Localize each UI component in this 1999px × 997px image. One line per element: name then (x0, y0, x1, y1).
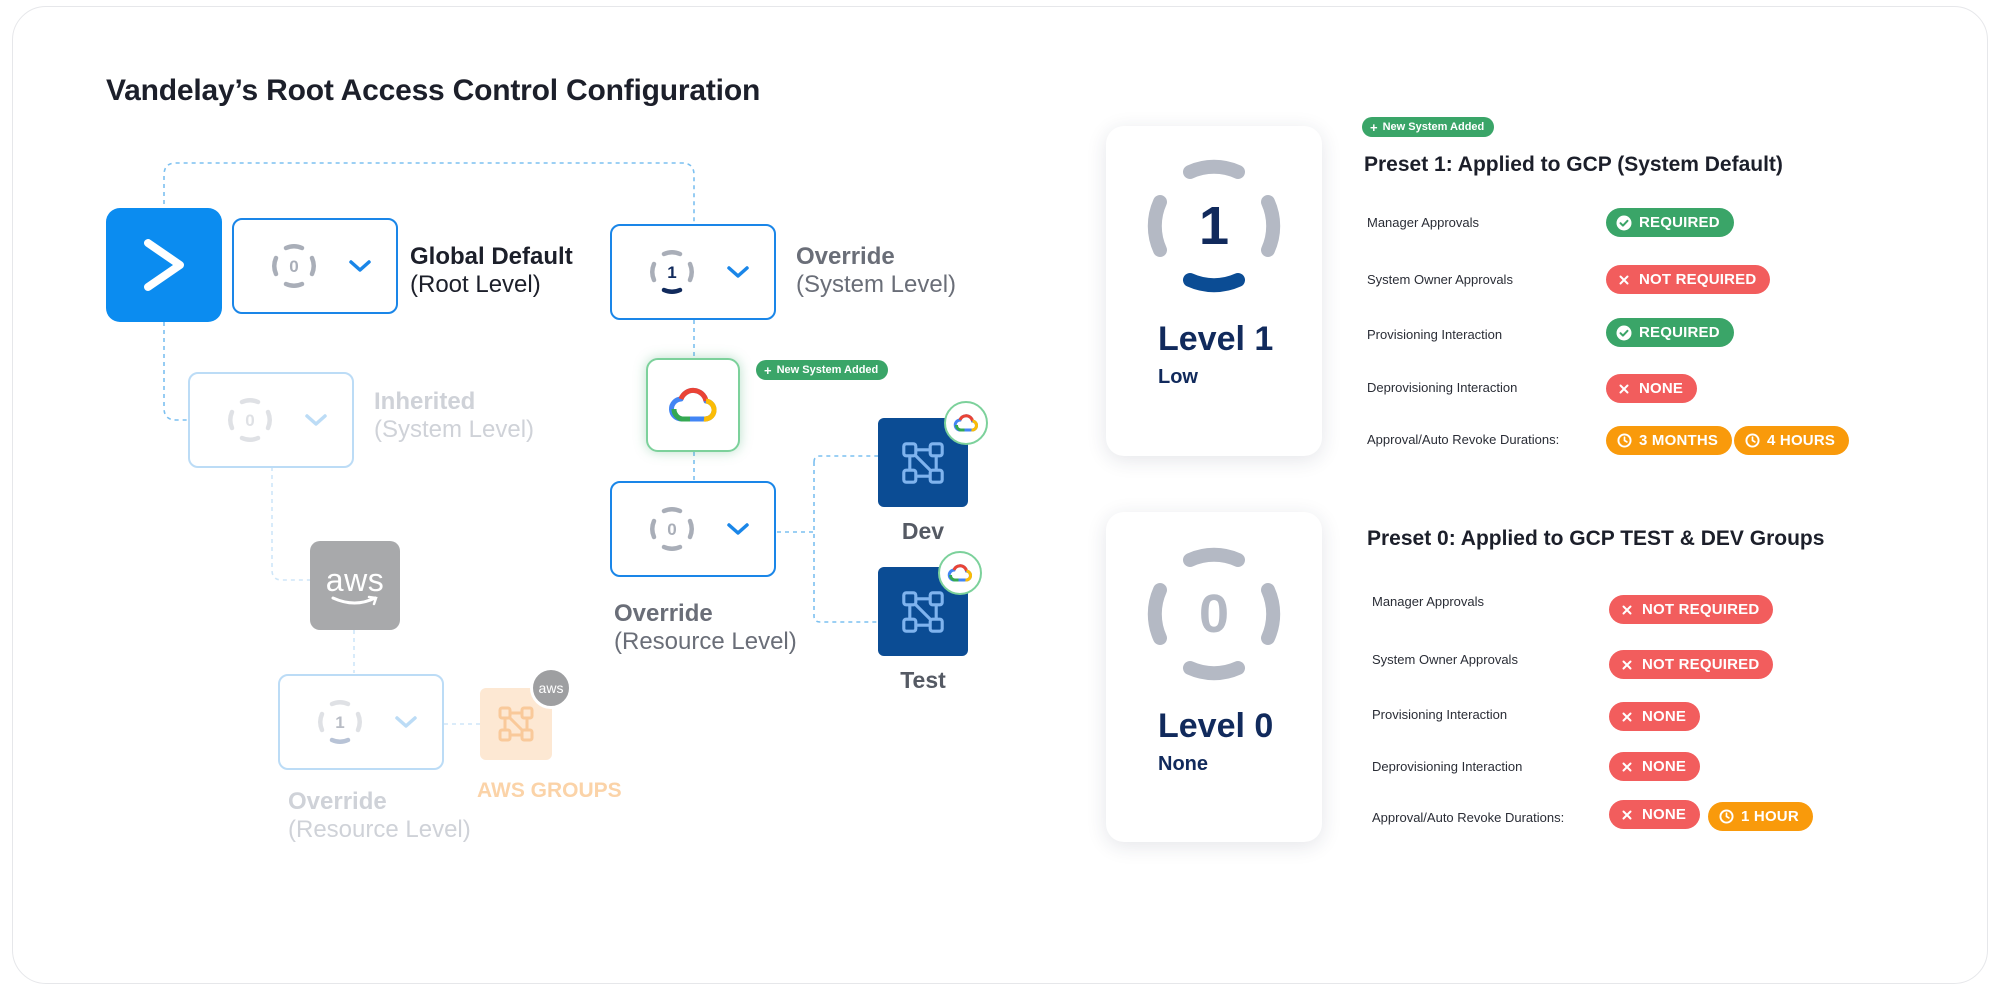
aws-groups-label: AWS GROUPS (477, 779, 622, 802)
level-description: None (1158, 753, 1208, 775)
preset-0-row-label: Approval/Auto Revoke Durations: (1372, 810, 1565, 825)
override-system-selector[interactable]: 1 (610, 224, 776, 320)
override-system-label: Override (System Level) (796, 243, 957, 298)
clock-icon (1616, 433, 1632, 449)
plus-icon: + (764, 362, 772, 378)
chevron-down-icon[interactable] (724, 262, 752, 282)
preset-1-deprovisioning-pill: NONE (1606, 374, 1698, 403)
dev-group-label: Dev (901, 518, 945, 544)
x-icon (1619, 807, 1635, 823)
inherited-level-selector[interactable]: 0 (188, 372, 354, 468)
preset-0-deprovisioning-pill: NONE (1609, 752, 1701, 781)
svg-text:0: 0 (289, 257, 298, 276)
preset-1-row-label: Approval/Auto Revoke Durations: (1367, 432, 1560, 447)
level-ring-icon: 0 (226, 396, 274, 444)
page-title: Vandelay’s Root Access Control Configura… (106, 74, 761, 107)
svg-text:0: 0 (1199, 584, 1229, 644)
preset-0-duration-pill: 1 HOUR (1708, 802, 1813, 831)
preset-1-title: Preset 1: Applied to GCP (System Default… (1364, 153, 1783, 176)
level-ring-icon: 0 (648, 505, 696, 553)
group-network-icon (902, 590, 944, 633)
preset-0-row-label: Provisioning Interaction (1372, 707, 1508, 722)
aws-smile-icon (331, 595, 378, 605)
svg-text:0: 0 (245, 411, 254, 430)
override-resource-gcp-selector[interactable]: 0 (610, 481, 776, 577)
level-ring-icon: 0 (270, 242, 318, 290)
preset-1-duration-pill: 4 HOURS (1734, 426, 1850, 455)
preset-1-row-label: Provisioning Interaction (1367, 327, 1503, 342)
aws-badge: aws (530, 667, 572, 709)
check-icon (1616, 215, 1632, 231)
x-icon (1619, 759, 1635, 775)
chevron-down-icon[interactable] (392, 712, 420, 732)
aws-logo-text: aws (325, 561, 385, 598)
level-0-ring-icon: 0 (1147, 547, 1281, 681)
override-resource-aws-selector[interactable]: 1 (278, 674, 444, 770)
brand-logo-tile (106, 208, 222, 322)
gcp-system-tile (646, 358, 740, 452)
aws-tile: aws (310, 541, 400, 630)
svg-text:0: 0 (667, 520, 676, 539)
brand-logo-icon (144, 239, 184, 291)
preset-0-row-label: Manager Approvals (1372, 594, 1485, 609)
svg-text:1: 1 (667, 263, 676, 282)
preset-0-level-card: 0 Level 0 None (1106, 512, 1322, 842)
preset-1-level-card: 1 Level 1 Low (1106, 126, 1322, 456)
x-icon (1616, 381, 1632, 397)
preset-0-provisioning-pill: NONE (1609, 702, 1701, 731)
global-level-selector[interactable]: 0 (232, 218, 398, 314)
chevron-down-icon[interactable] (302, 410, 330, 430)
x-icon (1616, 272, 1632, 288)
gcp-badge (944, 401, 988, 445)
preset-0-duration-pill: NONE (1609, 800, 1701, 829)
preset-1-manager-approvals-pill: REQUIRED (1606, 208, 1734, 237)
google-cloud-icon (669, 387, 717, 422)
chevron-down-icon[interactable] (346, 256, 374, 276)
preset-1-duration-pill: 3 MONTHS (1606, 426, 1733, 455)
new-system-badge: + New System Added (1362, 117, 1495, 137)
aws-groups-tile (480, 688, 552, 760)
clock-icon (1718, 809, 1734, 825)
level-1-ring-icon: 1 (1147, 159, 1281, 293)
plus-icon: + (1370, 119, 1378, 135)
x-icon (1619, 657, 1635, 673)
level-ring-icon: 1 (648, 248, 696, 296)
preset-1-system-owner-pill: NOT REQUIRED (1606, 265, 1771, 294)
preset-0-system-owner-pill: NOT REQUIRED (1609, 650, 1774, 679)
preset-1-row-label: Manager Approvals (1367, 215, 1480, 230)
new-system-badge: + New System Added (756, 360, 889, 380)
global-default-label: Global Default (Root Level) (410, 243, 573, 298)
level-ring-icon: 1 (316, 698, 364, 746)
x-icon (1619, 709, 1635, 725)
google-cloud-icon (953, 414, 979, 432)
clock-icon (1744, 433, 1760, 449)
preset-1-provisioning-pill: REQUIRED (1606, 318, 1734, 347)
level-label: Level 0 (1158, 707, 1274, 745)
gcp-badge (938, 551, 982, 595)
x-icon (1619, 602, 1635, 618)
level-description: Low (1158, 366, 1198, 388)
preset-0-manager-approvals-pill: NOT REQUIRED (1609, 595, 1774, 624)
group-network-icon (498, 706, 534, 742)
preset-0-row-label: Deprovisioning Interaction (1372, 759, 1523, 774)
check-icon (1616, 325, 1632, 341)
inherited-label: Inherited (System Level) (374, 388, 535, 443)
override-resource-aws-label: Override (Resource Level) (288, 788, 471, 843)
group-network-icon (902, 441, 944, 484)
svg-text:1: 1 (1199, 196, 1229, 256)
override-resource-gcp-label: Override (Resource Level) (614, 600, 797, 655)
preset-1-row-label: System Owner Approvals (1367, 272, 1513, 287)
test-group-label: Test (900, 667, 946, 693)
svg-text:1: 1 (335, 713, 344, 732)
level-label: Level 1 (1158, 320, 1274, 358)
google-cloud-icon (947, 564, 973, 582)
preset-0-title: Preset 0: Applied to GCP TEST & DEV Grou… (1367, 527, 1825, 550)
chevron-down-icon[interactable] (724, 519, 752, 539)
preset-1-row-label: Deprovisioning Interaction (1367, 380, 1518, 395)
preset-0-row-label: System Owner Approvals (1372, 652, 1518, 667)
